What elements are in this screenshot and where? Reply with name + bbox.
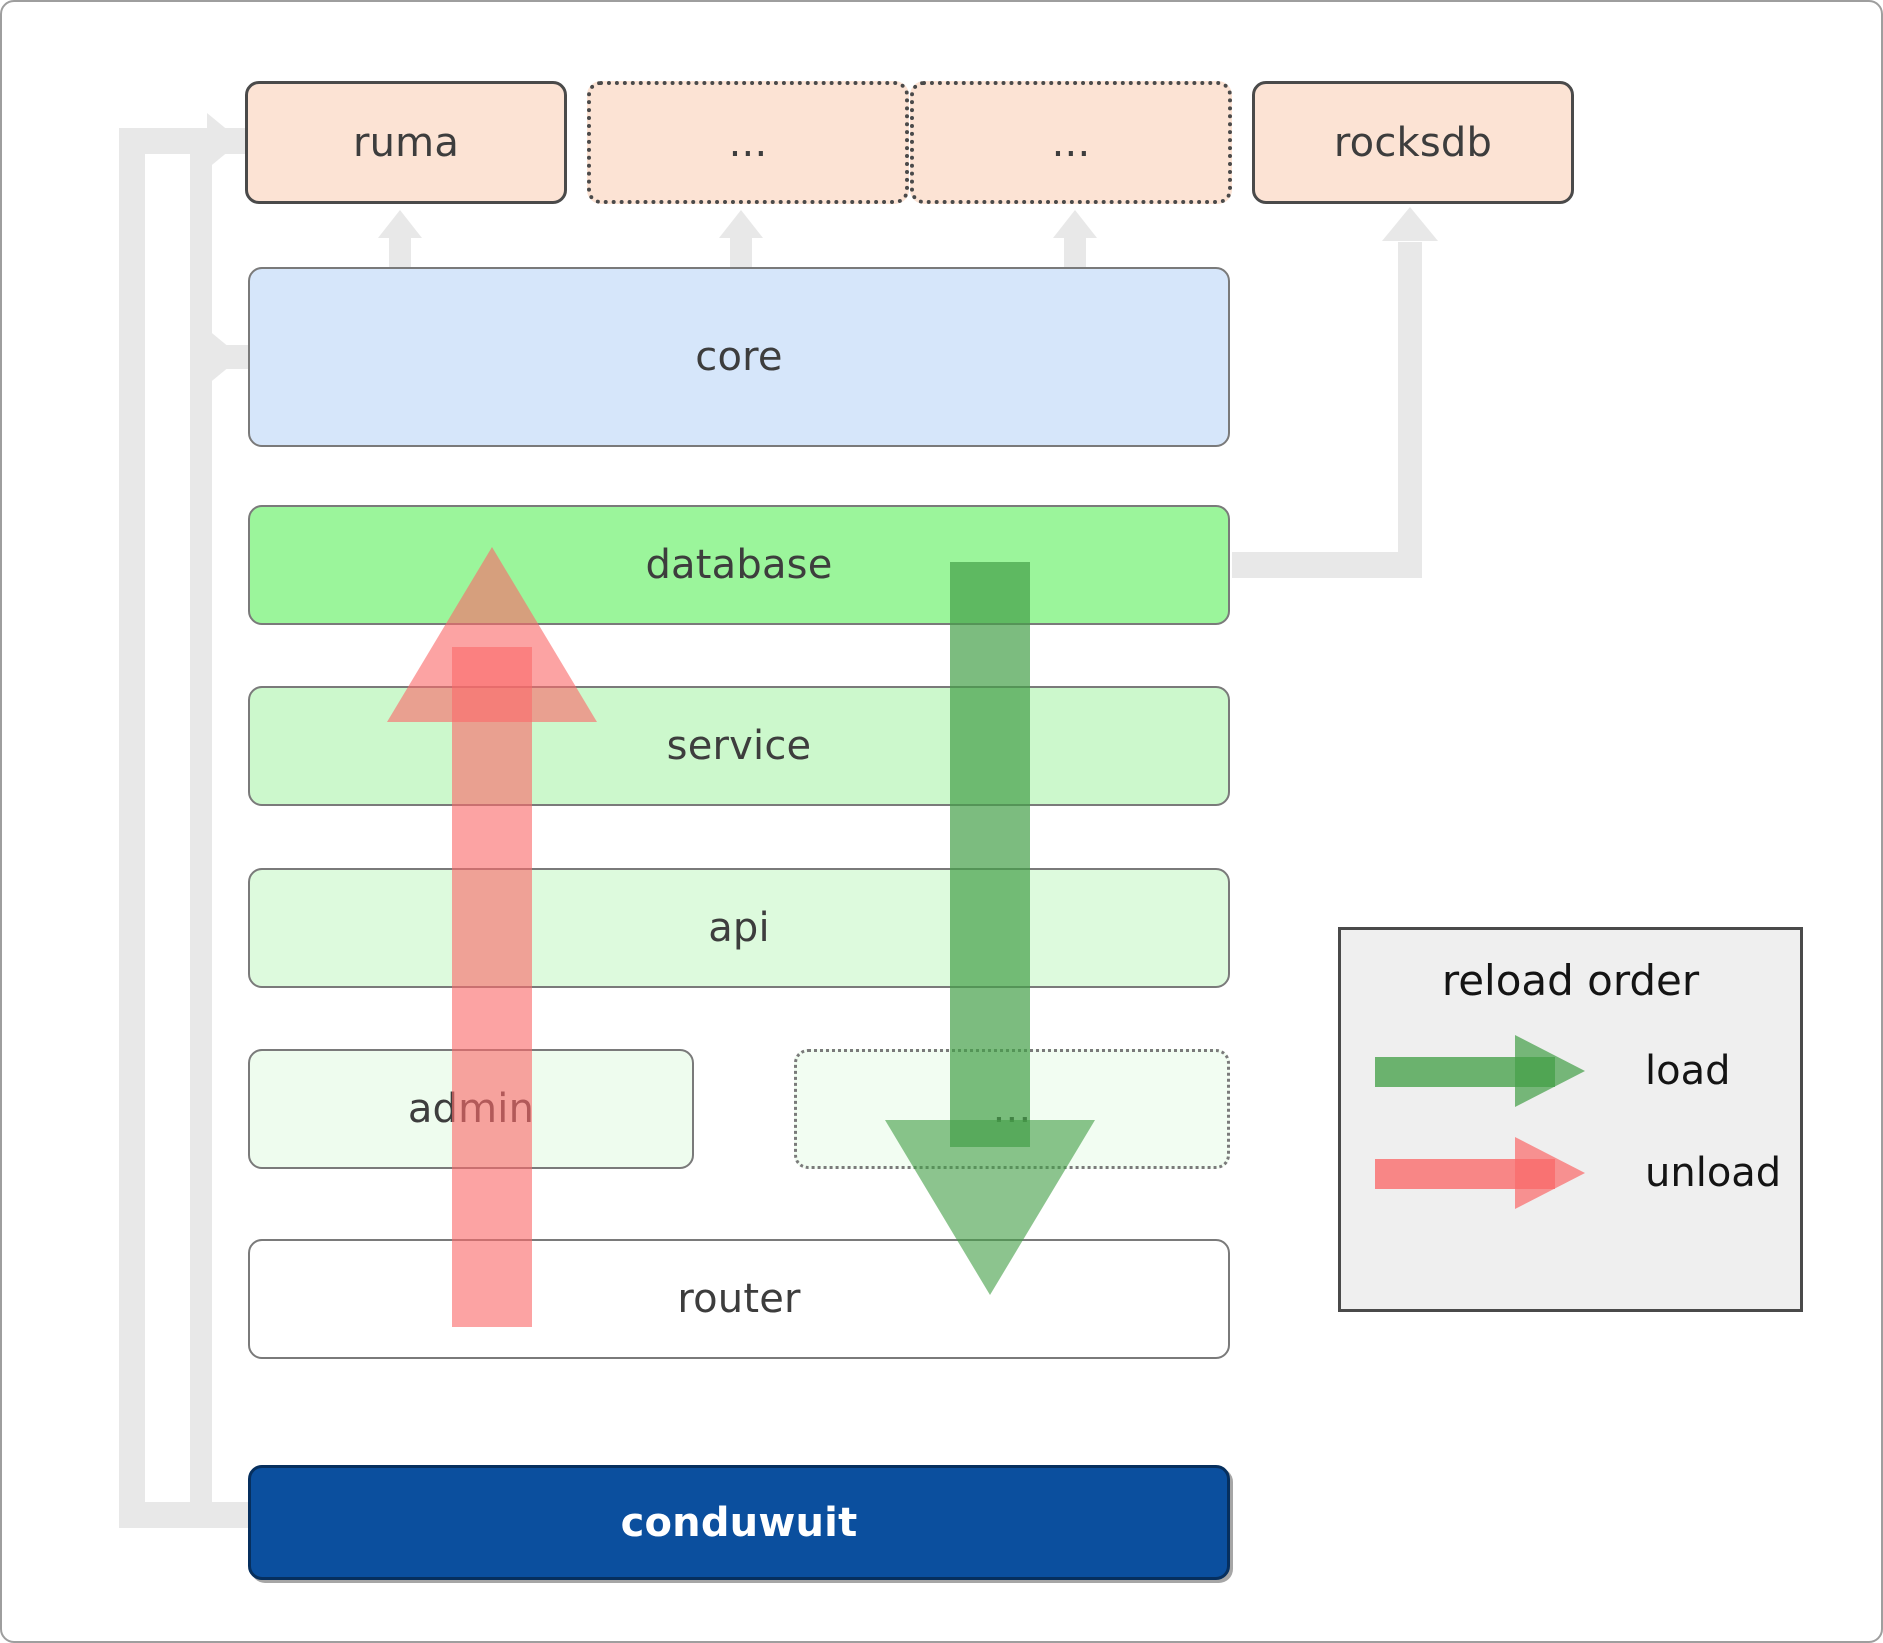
node-database-label: database [645,542,833,588]
load-arrow-icon [1375,1035,1605,1107]
unload-arrow-icon [1375,1137,1605,1209]
connector-branch-vertical [190,142,212,1512]
node-core-label: core [695,334,783,380]
connector-database-to-rocksdb-arrowhead [1382,207,1438,241]
flow-arrow-load-shaft [950,562,1030,1147]
connector-core-to-dots2-arrowhead [1053,210,1097,238]
node-external-dots-1[interactable]: ... [587,81,909,204]
connector-to-core-arrowhead [207,329,241,385]
legend-label-unload: unload [1645,1150,1782,1196]
connector-to-ruma-arrowhead [207,113,241,169]
connector-database-to-rocksdb-vertical [1398,242,1422,562]
node-router-label: router [677,1276,801,1322]
node-api-label: api [708,905,770,951]
connector-core-to-ruma-arrowhead [378,210,422,238]
node-api[interactable]: api [248,868,1230,988]
node-ruma-label: ruma [352,119,460,166]
node-external-dots-2[interactable]: ... [910,81,1232,204]
node-ruma[interactable]: ruma [245,81,567,204]
flow-arrow-unload [387,547,597,1327]
legend-row-load: load [1341,1035,1800,1107]
legend-label-load: load [1645,1048,1731,1094]
connector-database-to-rocksdb-horizontal [1232,552,1422,578]
flow-arrow-unload-shaft [452,647,532,1327]
flow-arrow-unload-head [387,547,597,722]
node-conduwuit-label: conduwuit [620,1499,858,1546]
node-service-label: service [666,723,812,769]
node-conduwuit[interactable]: conduwuit [248,1465,1230,1580]
node-rocksdb-label: rocksdb [1333,119,1493,166]
legend-panel: reload order load unload [1338,927,1803,1312]
connector-core-to-dots1-arrowhead [719,210,763,238]
connector-conduwuit-horizontal [119,1502,249,1528]
flow-arrow-load [882,562,1102,1342]
node-external-dots-2-label: ... [1051,119,1091,166]
legend-title: reload order [1441,956,1700,1005]
connector-trunk-vertical [119,128,145,1528]
unload-arrow-head [1515,1137,1585,1209]
legend-row-unload: unload [1341,1137,1800,1209]
node-core[interactable]: core [248,267,1230,447]
node-external-dots-1-label: ... [728,119,768,166]
node-rocksdb[interactable]: rocksdb [1252,81,1574,204]
load-arrow-head [1515,1035,1585,1107]
flow-arrow-load-head [885,1120,1095,1295]
